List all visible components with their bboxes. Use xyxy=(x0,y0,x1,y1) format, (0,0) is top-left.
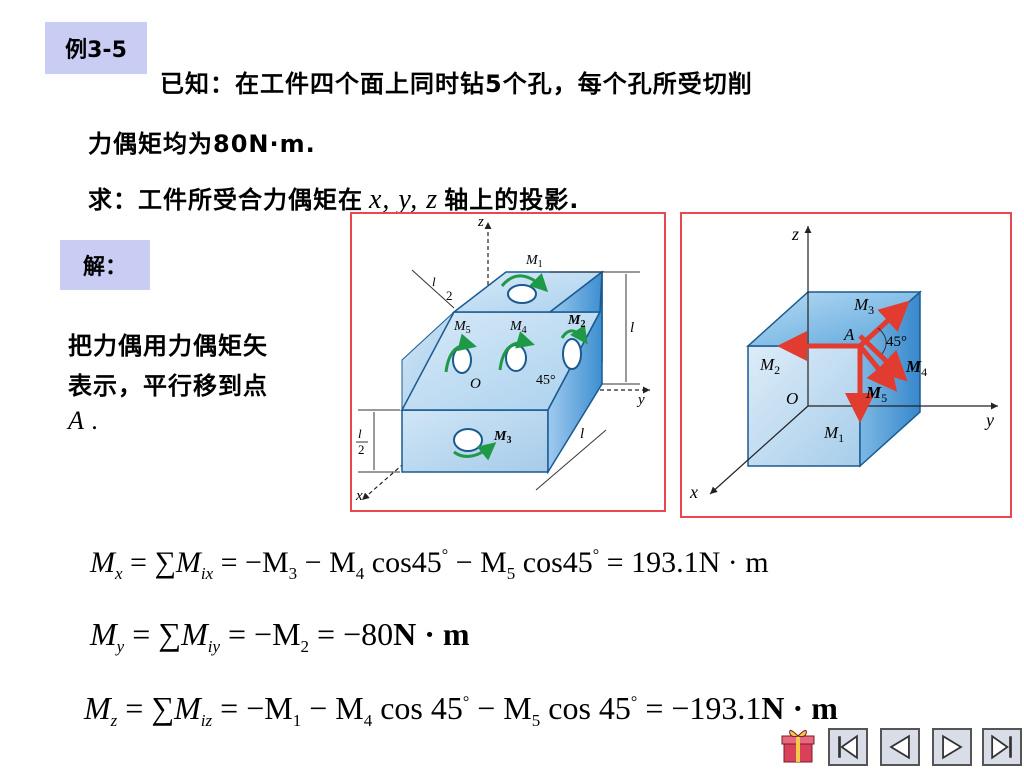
right-origin-label: O xyxy=(786,389,798,408)
hole-m1 xyxy=(507,284,537,304)
left-x-label: x xyxy=(355,488,363,504)
right-a-label: A xyxy=(843,325,855,344)
solution-tag: 解： xyxy=(60,240,150,290)
left-m2-label: M2 xyxy=(567,313,585,330)
rotation-arrow-m2 xyxy=(560,324,588,345)
right-m2-label: M2 xyxy=(759,355,780,377)
right-m1-label: M1 xyxy=(823,423,844,445)
formula-mz: Mz = ∑Miz = −M1 − M4 cos 45° − M5 cos 45… xyxy=(84,690,838,730)
prev-slide-button[interactable] xyxy=(880,728,920,766)
rotation-arrow-m4 xyxy=(498,331,535,371)
home-gift-icon xyxy=(781,730,815,763)
solution-line-3: A . xyxy=(68,406,100,435)
formula-my: My = ∑Miy = −M2 = −80N · m xyxy=(90,616,470,656)
solution-tag-text: 解： xyxy=(82,255,127,280)
left-y-label: y xyxy=(636,392,645,408)
first-slide-button[interactable] xyxy=(828,728,868,766)
right-x-label: x xyxy=(689,482,698,502)
right-m5-label: M5 xyxy=(865,383,887,405)
right-z-label: z xyxy=(791,224,799,244)
left-m4-label: M4 xyxy=(509,319,527,336)
vector-m3 xyxy=(858,300,910,348)
last-slide-icon xyxy=(991,734,1012,760)
left-top-half-l-num: l xyxy=(432,274,436,289)
problem-line-2: 力偶矩均为80N·m. xyxy=(88,130,316,158)
right-m4-label: M4 xyxy=(905,357,927,379)
last-slide-button[interactable] xyxy=(982,728,1022,766)
example-tag: 例3-5 xyxy=(45,22,147,74)
left-l-bottom-label: l xyxy=(580,426,584,442)
problem-line-3-vars: x, y, z xyxy=(369,184,439,215)
left-z-label: z xyxy=(477,214,484,230)
rotation-arrow-m5 xyxy=(444,333,477,373)
problem-line-1: 已知：在工件四个面上同时钻5个孔，每个孔所受切削 xyxy=(160,70,753,98)
right-y-label: y xyxy=(984,410,994,430)
problem-line-3-before: 求：工件所受合力偶矩在 xyxy=(88,186,363,214)
left-m1-label: M1 xyxy=(525,253,543,270)
vector-m5 xyxy=(858,344,898,392)
left-origin-label: O xyxy=(470,376,481,392)
right-angle-label: 45° xyxy=(886,334,907,350)
solution-line-1: 把力偶用力偶矩矢 xyxy=(68,332,268,360)
workpiece-figure: z y x O 45° M1 M5 M4 M2 M3 l l l 2 l 2 xyxy=(350,212,666,512)
first-slide-icon xyxy=(838,734,858,760)
hole-m2 xyxy=(562,338,582,370)
left-angle-label: 45° xyxy=(536,373,556,388)
left-top-half-l-den: 2 xyxy=(446,288,453,303)
left-l-label: l xyxy=(630,320,634,336)
right-side-main xyxy=(547,271,603,475)
example-tag-text: 例3-5 xyxy=(65,38,127,63)
next-slide-button[interactable] xyxy=(932,728,972,766)
solution-line-2: 表示，平行移到点 xyxy=(68,372,268,400)
rotation-arrow-m3 xyxy=(453,442,497,461)
left-m3-label: M3 xyxy=(493,429,511,446)
left-m5-label: M5 xyxy=(453,319,471,336)
next-slide-icon xyxy=(942,734,963,760)
formula-mx: Mx = ∑Mix = −M3 − M4 cos45° − M5 cos45° … xyxy=(90,546,769,583)
vector-figure: z y x O A 45° M3 M2 M4 M5 M1 xyxy=(680,212,1012,518)
hole-m3 xyxy=(453,428,483,452)
right-x-axis xyxy=(709,405,809,495)
home-button[interactable] xyxy=(778,726,818,766)
rotation-arrow-m1 xyxy=(500,273,549,293)
left-half-l-num: l xyxy=(358,426,362,441)
right-m3-label: M3 xyxy=(853,295,874,317)
problem-line-3-after: 轴上的投影. xyxy=(444,186,580,214)
prev-slide-icon xyxy=(889,734,910,760)
left-half-l-den: 2 xyxy=(358,442,365,457)
